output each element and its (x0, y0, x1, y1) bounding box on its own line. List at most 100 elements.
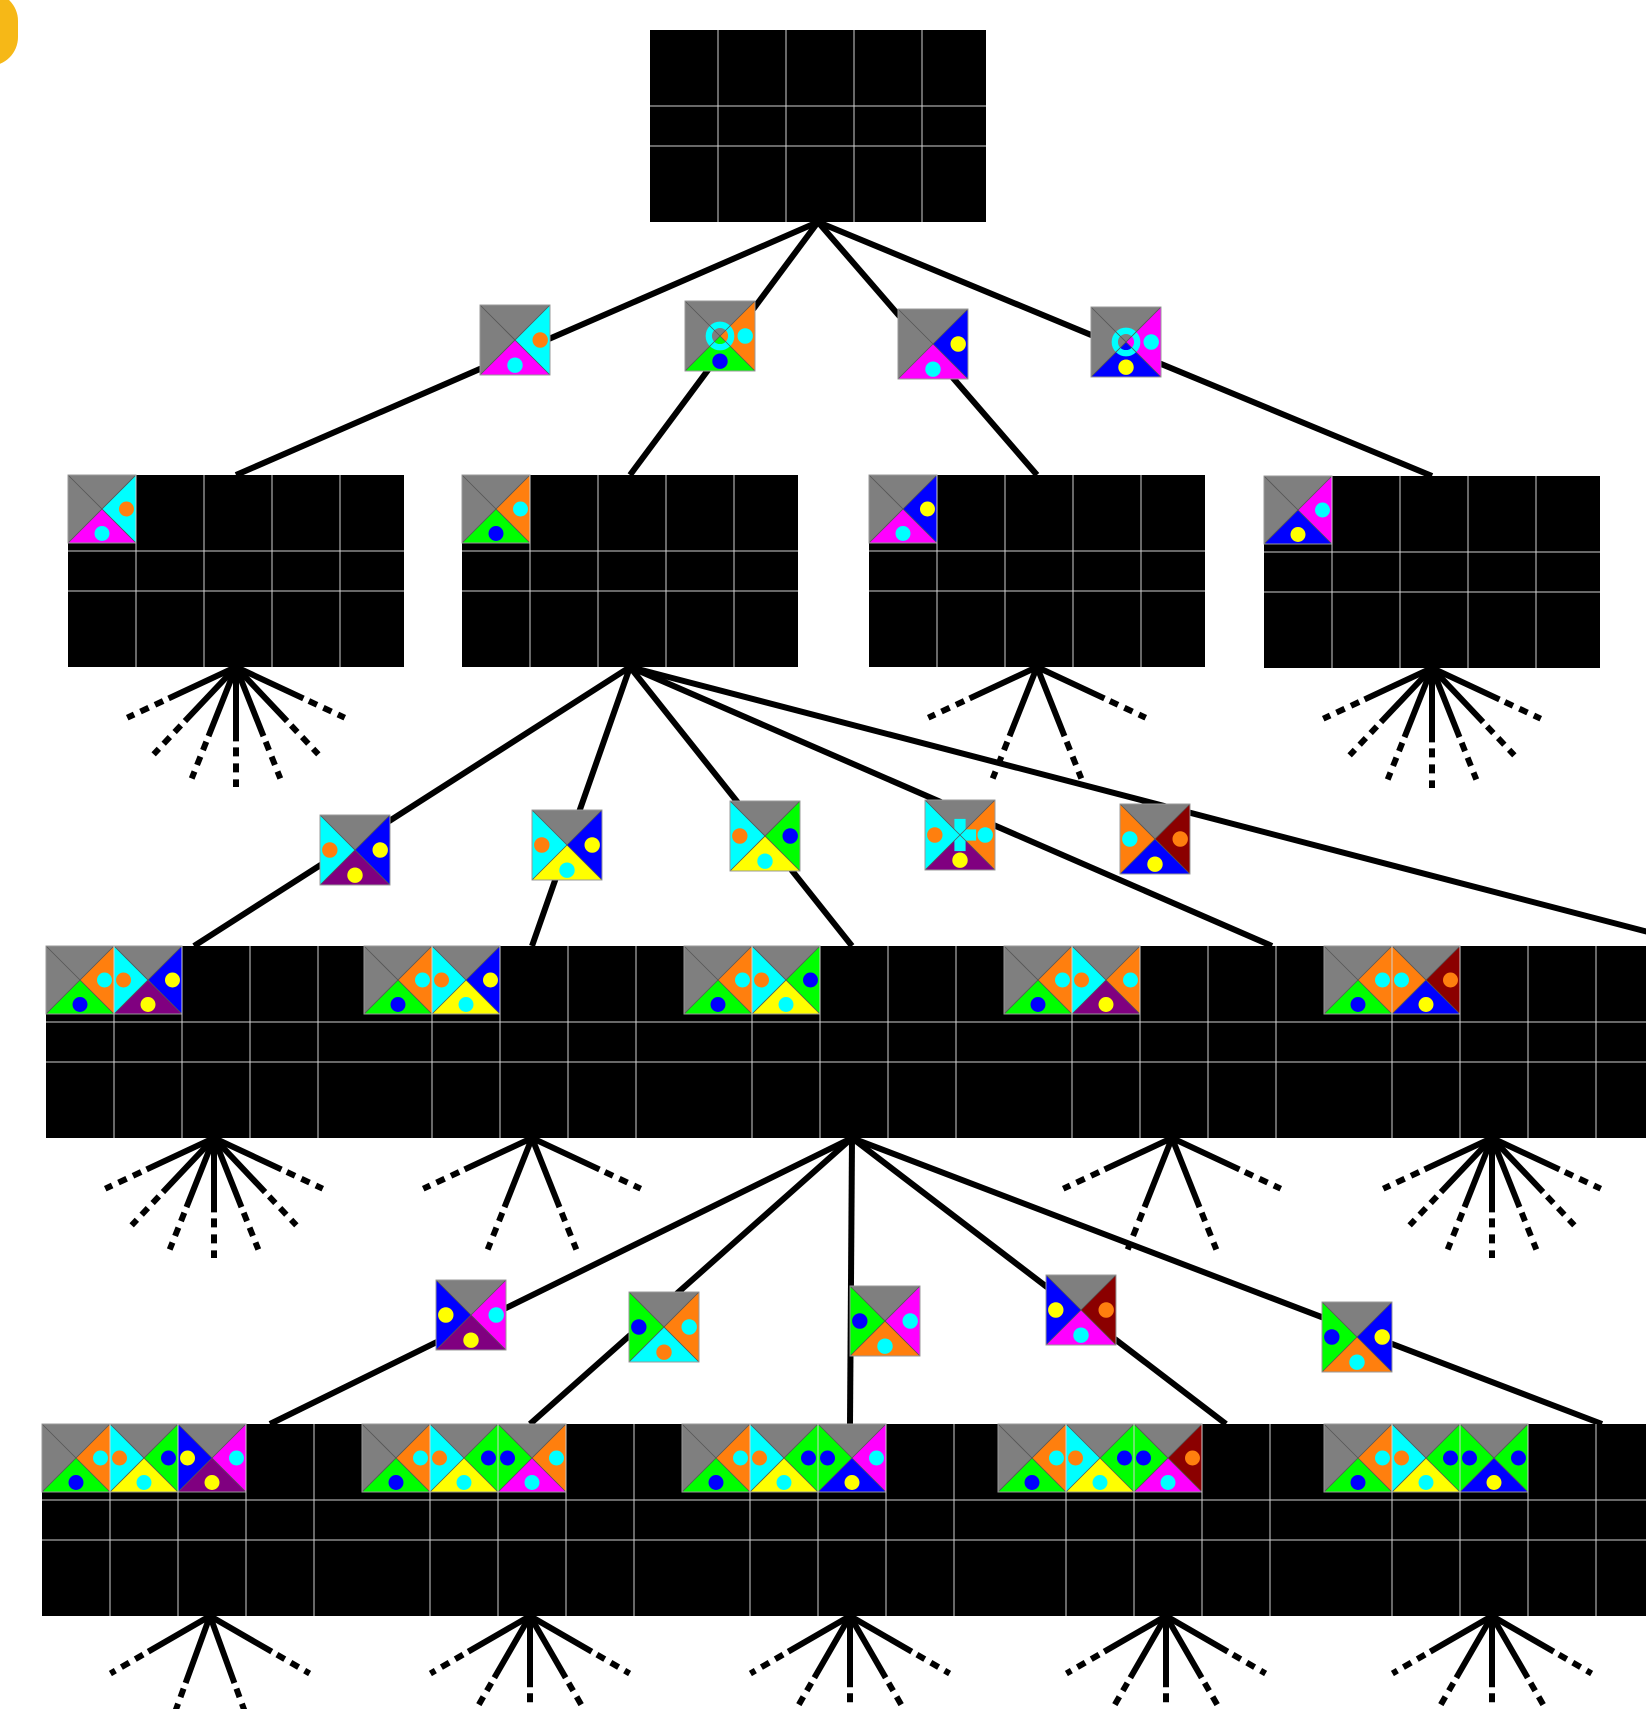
pruned-branch-dots (285, 1169, 325, 1192)
tree-edge (529, 666, 633, 947)
pruned-branch-dots (1243, 1169, 1283, 1192)
placed-piece (113, 945, 183, 1015)
placed-piece (1133, 1423, 1203, 1493)
pruned-branch (182, 664, 239, 724)
pruned-branch (212, 1135, 283, 1173)
pruned-branch-dots (108, 1652, 145, 1677)
level1-board (67, 474, 404, 667)
pruned-branch (234, 664, 305, 702)
level2-board (1003, 945, 1340, 1138)
pruned-branch-dots (1390, 1652, 1427, 1677)
pruned-branch (848, 1613, 914, 1655)
pruned-branch (146, 1613, 212, 1655)
pruned-branch-dots (470, 1681, 494, 1713)
pruned-branch (528, 1613, 594, 1655)
pruned-branch (1489, 1136, 1523, 1209)
pruned-branch-dots (307, 698, 347, 721)
pruned-branch-dots (421, 1169, 461, 1192)
pruned-branch-dots (1381, 1169, 1421, 1192)
pruned-branch (530, 1135, 601, 1173)
placed-piece (1323, 945, 1393, 1015)
placed-piece (817, 1423, 887, 1493)
pruned-branch (527, 1614, 569, 1680)
placed-piece (1065, 1423, 1135, 1493)
pruned-branch-dots (1061, 1169, 1101, 1192)
pruned-branch-dots (1503, 699, 1543, 722)
level3-board (361, 1423, 698, 1616)
pruned-branch-dots (1528, 1681, 1552, 1713)
tree-edge (192, 664, 632, 949)
pruned-branch-dots (266, 1194, 299, 1228)
pruned-branch (1490, 1613, 1556, 1655)
pruned-branch (466, 1613, 532, 1655)
pruned-branch (968, 664, 1039, 702)
pruned-branch-dots (1064, 1652, 1101, 1677)
pruned-branch-dots (1231, 1652, 1268, 1677)
pruned-branch-dots (288, 723, 321, 757)
board-background (650, 30, 986, 222)
pruned-branch-dots (262, 740, 284, 780)
pruned-branch-dots (595, 1652, 632, 1677)
pruned-branch (463, 1135, 534, 1173)
pruned-branch (233, 664, 290, 724)
pruned-branch (1490, 1135, 1561, 1173)
pruned-branch (1438, 1135, 1495, 1195)
pruned-branch (1035, 664, 1106, 702)
placed-piece (497, 1423, 567, 1493)
placed-piece (1323, 1423, 1393, 1493)
level3-board (41, 1423, 378, 1616)
pruned-branch (208, 1613, 274, 1655)
pruned-branch (1489, 1135, 1546, 1195)
placed-piece (749, 1423, 819, 1493)
placed-piece (683, 945, 753, 1015)
pruned-branch (1489, 1614, 1531, 1680)
edge-piece (684, 300, 756, 372)
pruned-branch (183, 1136, 217, 1209)
pruned-branch (167, 664, 238, 702)
pruned-branch-dots (1384, 741, 1406, 781)
pruned-branch-dots (1198, 1211, 1220, 1251)
pruned-branch-dots (790, 1681, 814, 1713)
level2-board (363, 945, 700, 1138)
pruned-branch (1428, 1613, 1494, 1655)
pruned-branch-dots (1563, 1169, 1603, 1192)
level1-board (1263, 475, 1600, 668)
placed-piece (681, 1423, 751, 1493)
pruned-branch-dots (1063, 740, 1085, 780)
pruned-branch-dots (166, 1211, 188, 1251)
pruned-branch-dots (558, 1211, 580, 1251)
placed-piece (1071, 945, 1141, 1015)
pruned-branch (1423, 1135, 1494, 1173)
level3-board (681, 1423, 1018, 1616)
tree-edge (847, 1137, 855, 1425)
tree-edge (268, 1135, 854, 1427)
pruned-branch-dots (1518, 1211, 1540, 1251)
placed-piece (997, 1423, 1067, 1493)
pruned-branch (1141, 1136, 1175, 1209)
pruned-branch (786, 1613, 852, 1655)
edge-piece (531, 809, 603, 881)
placed-piece (1263, 475, 1333, 545)
pruned-branch (1363, 665, 1434, 703)
pruned-branch (1401, 666, 1435, 739)
placed-piece (177, 1423, 247, 1493)
edge-piece (729, 800, 801, 872)
pruned-branch-dots (926, 698, 966, 721)
pruned-branch-dots (1347, 724, 1380, 758)
corner-mark (0, 0, 18, 66)
placed-piece (363, 945, 433, 1015)
edge-piece (319, 814, 391, 886)
placed-piece (45, 945, 115, 1015)
edge-piece (1090, 306, 1162, 378)
pruned-branch-dots (886, 1681, 910, 1713)
edge-piece (1119, 803, 1191, 875)
level3-board (1323, 1423, 1646, 1616)
placed-piece (41, 1423, 111, 1493)
pruned-branch-dots (484, 1211, 506, 1251)
pruned-branch (529, 1136, 563, 1209)
tree-edge (850, 1135, 1604, 1427)
pruned-branch (145, 1135, 216, 1173)
placed-piece (1459, 1423, 1529, 1493)
level1-board (868, 474, 1205, 667)
pruned-branch (211, 1136, 245, 1209)
